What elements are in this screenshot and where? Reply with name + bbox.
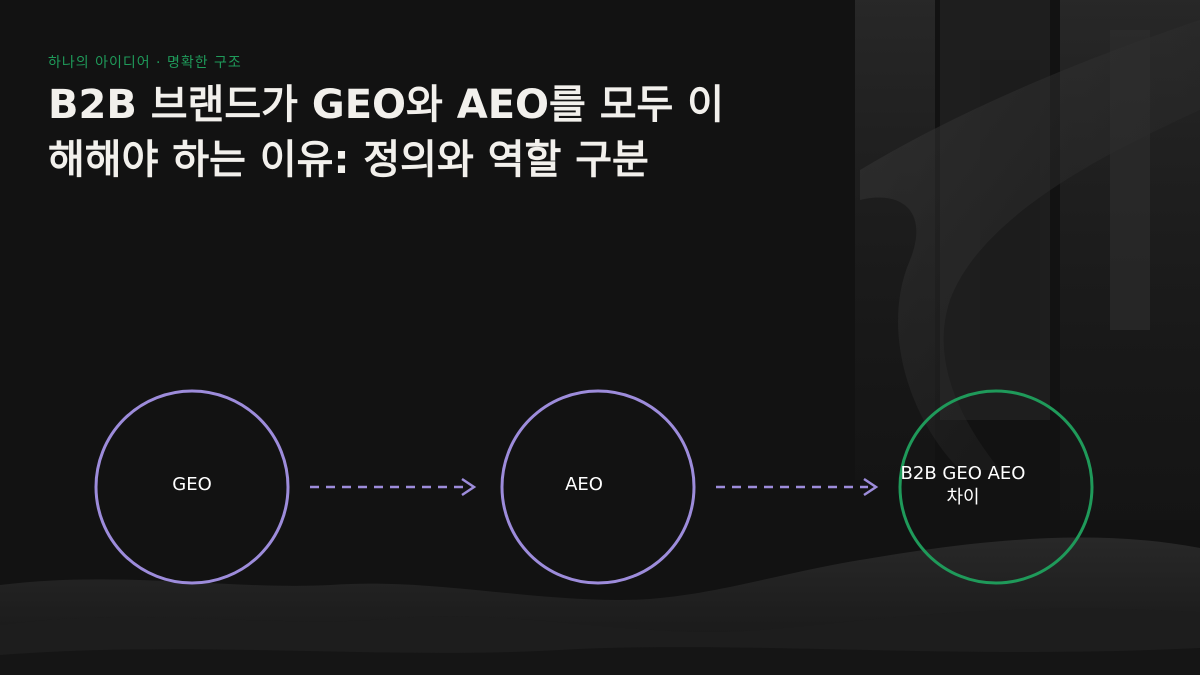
node-circle-aeo	[500, 389, 696, 585]
arrow-aeo-to-difference	[716, 477, 879, 497]
node-label-geo: GEO	[172, 474, 212, 495]
node-circle-geo	[94, 389, 290, 585]
dune-shapes	[0, 537, 1200, 675]
page-title: B2B 브랜드가 GEO와 AEO를 모두 이해해야 하는 이유: 정의와 역할…	[48, 82, 725, 183]
node-circle-difference	[898, 389, 1094, 585]
eyebrow-text: 하나의 아이디어 · 명확한 구조	[48, 55, 242, 71]
ribbon-shape	[860, 20, 1200, 470]
node-label-difference: B2B GEO AEO 차이	[900, 463, 1026, 508]
arrow-geo-to-aeo	[310, 477, 477, 497]
node-label-aeo: AEO	[565, 474, 603, 495]
